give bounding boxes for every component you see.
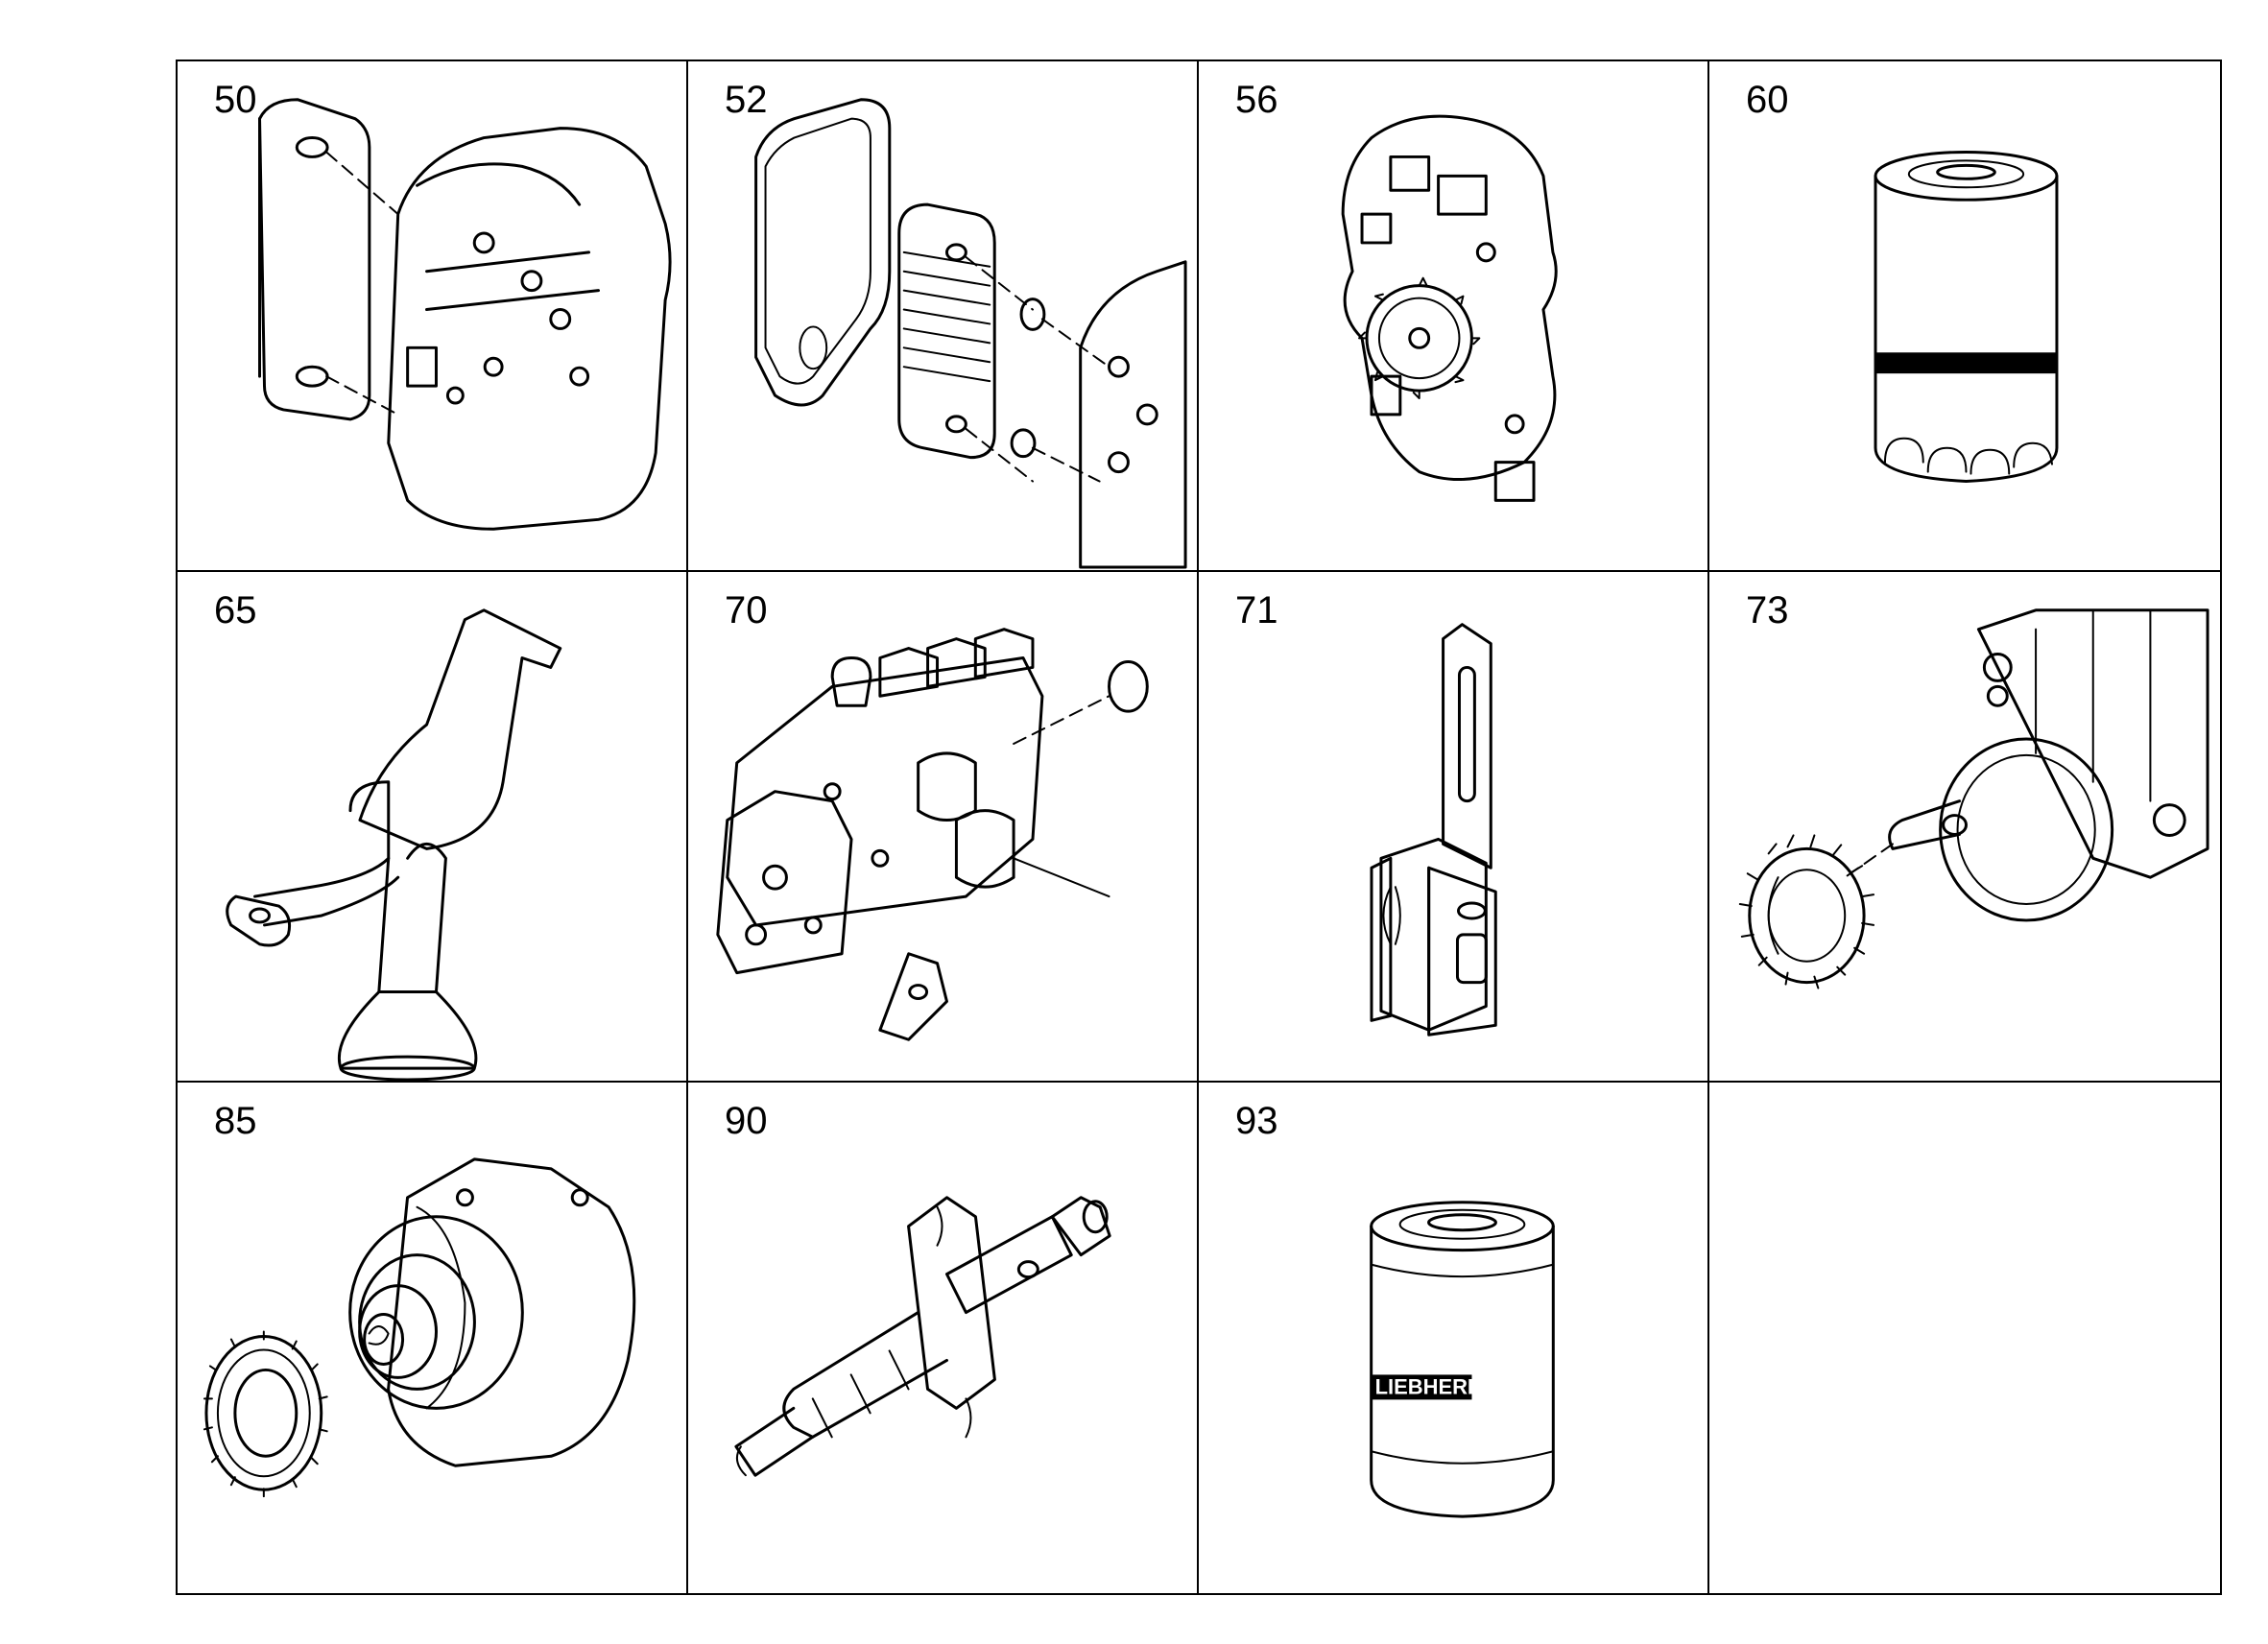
part-cell-52[interactable]: 52 bbox=[688, 61, 1199, 572]
part-number: 85 bbox=[214, 1100, 257, 1142]
part-number: 93 bbox=[1235, 1100, 1278, 1142]
oil-pump-housing-icon bbox=[1341, 114, 1558, 502]
part-cell-50[interactable]: 50 bbox=[178, 61, 688, 572]
part-cell-85[interactable]: 85 bbox=[178, 1083, 688, 1593]
part-cell-60[interactable]: 60 bbox=[1709, 61, 2220, 572]
part-cell-90[interactable]: 90 bbox=[688, 1083, 1199, 1593]
part-number: 52 bbox=[725, 79, 768, 121]
part-number: 70 bbox=[725, 589, 768, 631]
part-number: 71 bbox=[1235, 589, 1278, 631]
fuel-filter-cartridge-icon: LIEBHERR bbox=[1370, 1201, 1555, 1518]
part-number: 65 bbox=[214, 589, 257, 631]
oil-filter-cartridge-icon bbox=[1874, 150, 2059, 484]
filter-brand-logo: LIEBHERR bbox=[1375, 1374, 1483, 1398]
part-cell-71[interactable]: 71 bbox=[1199, 572, 1709, 1083]
part-cell-93[interactable]: 93 LIEBHERR bbox=[1199, 1083, 1709, 1593]
oil-suction-pipe-icon bbox=[226, 608, 562, 1081]
empty-cell bbox=[1709, 1083, 2220, 1593]
parts-grid: 50 52 bbox=[176, 60, 2222, 1595]
part-cell-70[interactable]: 70 bbox=[688, 572, 1199, 1083]
alternator-with-gear-icon bbox=[203, 1157, 636, 1498]
oil-cooler-gasket-assembly-icon bbox=[754, 98, 1187, 569]
part-number: 50 bbox=[214, 79, 257, 121]
part-number: 73 bbox=[1746, 589, 1789, 631]
part-number: 60 bbox=[1746, 79, 1789, 121]
part-number: 90 bbox=[725, 1100, 768, 1142]
oil-cooler-with-housing-icon bbox=[258, 98, 672, 531]
part-cell-65[interactable]: 65 bbox=[178, 572, 688, 1083]
part-number: 56 bbox=[1235, 79, 1278, 121]
part-cell-73[interactable]: 73 bbox=[1709, 572, 2220, 1083]
part-cell-56[interactable]: 56 bbox=[1199, 61, 1709, 572]
injection-nozzle-icon bbox=[734, 1196, 1111, 1477]
tensioning-bracket-icon bbox=[1370, 623, 1497, 1036]
fuel-injection-pump-icon bbox=[716, 628, 1149, 1041]
pump-drive-gear-icon bbox=[1738, 608, 2209, 989]
